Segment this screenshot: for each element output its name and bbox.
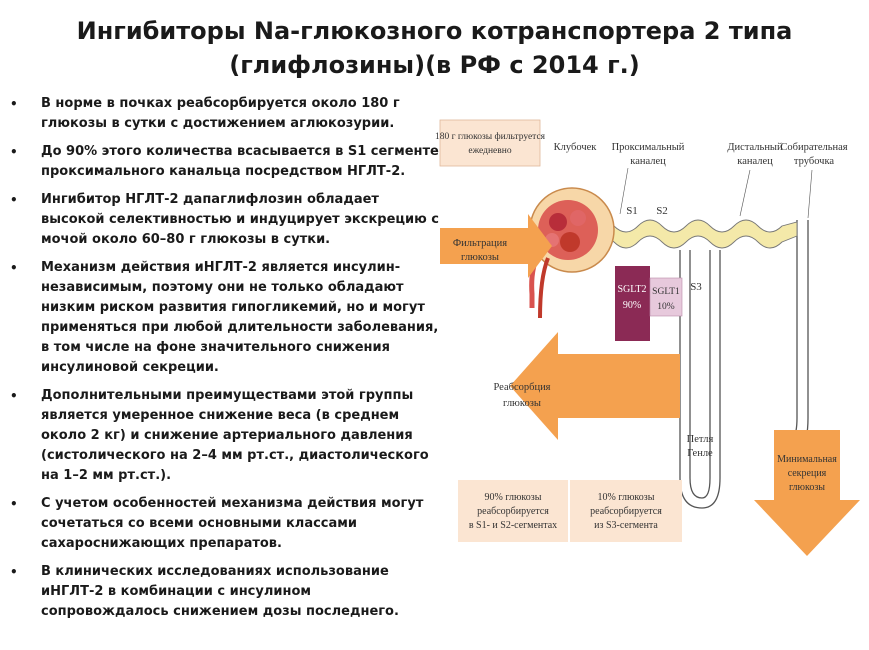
- bullet-dot-icon: •: [10, 389, 18, 403]
- bullet-dot-icon: •: [10, 97, 18, 111]
- reabsorption-text-1: Реабсорбция: [493, 382, 550, 393]
- bullet-item: • Дополнительными преимуществами этой гру…: [10, 386, 440, 486]
- sglt1-box: [649, 277, 683, 317]
- bullet-dot-icon: •: [10, 193, 18, 207]
- min-secretion-text-1: Минимальная: [777, 454, 837, 465]
- sglt1-text-1: SGLT1: [652, 287, 680, 297]
- filtered-glucose-box: [439, 119, 541, 167]
- bullet-text: Механизм действия иНГЛТ-2 является инсул…: [41, 260, 439, 375]
- loop-of-henle: [689, 250, 711, 499]
- bullet-text: Ингибитор НГЛТ-2 дапаглифлозин обладает …: [41, 192, 439, 247]
- bullet-text: С учетом особенностей механизма действия…: [41, 496, 424, 551]
- bullet-text: В норме в почках реабсорбируется около 1…: [41, 96, 400, 131]
- min-secretion-text-2: секреция: [788, 468, 827, 479]
- bullet-text: Дополнительными преимуществами этой груп…: [41, 388, 429, 483]
- sglt2-box: [615, 266, 650, 341]
- reabsorption-10-box: [570, 480, 682, 542]
- label-collecting-1: Собирательная: [780, 142, 847, 153]
- label-s2: S2: [656, 205, 668, 217]
- reabsorption-90-box: [458, 480, 568, 542]
- sglt2-text-1: SGLT2: [617, 284, 646, 295]
- loop-label-2: Генле: [687, 448, 713, 459]
- proximal-tubule: [589, 219, 798, 249]
- bullet-item: • В клинических исследованиях использован…: [10, 562, 440, 622]
- reabsorption-10-text-2: реабсорбируется: [590, 506, 662, 517]
- bullet-dot-icon: •: [10, 565, 18, 579]
- filtered-glucose-text-2: ежедневно: [468, 146, 511, 156]
- bullet-text: До 90% этого количества всасывается в S1…: [41, 144, 439, 179]
- bullet-list: • В норме в почках реабсорбируется около …: [10, 94, 440, 630]
- bullet-item: • В норме в почках реабсорбируется около …: [10, 94, 440, 134]
- reabsorption-text-2: глюкозы: [503, 398, 541, 409]
- reabsorption-10-text-1: 10% глюкозы: [598, 492, 655, 503]
- collecting-duct: [779, 220, 809, 464]
- sglt2-text-2: 90%: [623, 300, 641, 311]
- slide-title-line-1: Ингибиторы Na-глюкозного котранспортера …: [76, 17, 793, 45]
- min-secretion-arrow: [754, 430, 860, 556]
- reabsorption-90-text-3: в S1- и S2-сегментах: [469, 520, 557, 531]
- bullet-dot-icon: •: [10, 261, 18, 275]
- reabsorption-10-text-3: из S3-сегмента: [594, 520, 658, 531]
- label-glomerulus: Клубочек: [554, 142, 598, 153]
- label-collecting-2: трубочка: [794, 156, 834, 167]
- collecting-duct: [779, 220, 798, 449]
- pointer-line: [807, 169, 813, 219]
- reabsorption-90-text-1: 90% глюкозы: [485, 492, 542, 503]
- bullet-item: • С учетом особенностей механизма действи…: [10, 494, 440, 554]
- sglt1-text-2: 10%: [657, 302, 675, 312]
- slide-title: Ингибиторы Na-глюкозного котранспортера …: [0, 14, 869, 82]
- bullet-text: В клинических исследованиях использовани…: [41, 564, 399, 619]
- label-s1: S1: [626, 205, 638, 217]
- pointer-line: [619, 167, 629, 215]
- blood-vessel: [538, 257, 550, 319]
- slide-title-line-2: (глифлозины)(в РФ с 2014 г.): [229, 51, 640, 79]
- label-distal-1: Дистальный: [727, 142, 783, 153]
- bullet-dot-icon: •: [10, 145, 18, 159]
- filtration-text-1: Фильтрация: [453, 238, 507, 249]
- label-proximal-1: Проксимальный: [612, 142, 685, 153]
- filtered-glucose-text-1: 180 г глюкозы фильтруется: [435, 131, 546, 142]
- glomerulus-detail: [560, 232, 580, 252]
- min-secretion-text-3: глюкозы: [789, 482, 825, 493]
- glomerulus-detail: [549, 213, 567, 231]
- label-s3: S3: [690, 281, 702, 293]
- kidney-nephron-diagram: 180 г глюкозы фильтруется ежедневно Клуб…: [435, 119, 860, 556]
- bullet-item: • Ингибитор НГЛТ-2 дапаглифлозин обладает…: [10, 190, 440, 250]
- reabsorption-90-text-2: реабсорбируется: [477, 506, 549, 517]
- label-proximal-2: каналец: [630, 156, 666, 167]
- bullet-dot-icon: •: [10, 497, 18, 511]
- pointer-line: [739, 169, 751, 217]
- loop-label-1: Петля: [687, 434, 714, 445]
- bullet-item: • Механизм действия иНГЛТ-2 является инсу…: [10, 258, 440, 378]
- glomerulus-detail: [570, 210, 586, 226]
- filtration-text-2: глюкозы: [461, 252, 499, 263]
- label-distal-2: каналец: [737, 156, 773, 167]
- filtration-arrow: [440, 214, 552, 278]
- bullet-item: • До 90% этого количества всасывается в S…: [10, 142, 440, 182]
- reabsorption-arrow: [510, 332, 680, 440]
